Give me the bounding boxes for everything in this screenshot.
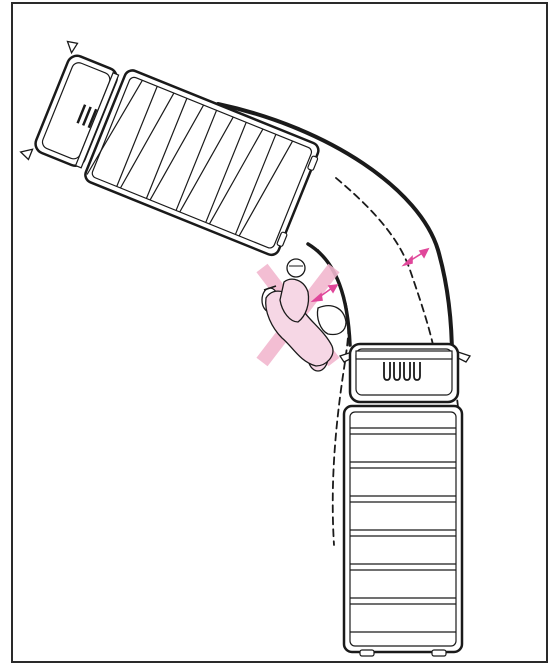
truck-trailer-upper bbox=[19, 40, 320, 257]
inner-wheel-track-upper bbox=[317, 249, 350, 361]
inner-wheel-track-lower bbox=[331, 361, 346, 546]
inner-clearance-arrow bbox=[310, 284, 339, 303]
rider-helmet bbox=[286, 258, 306, 278]
outer-wheel-track bbox=[335, 177, 437, 361]
truck-trailer-lower bbox=[338, 342, 472, 657]
outer-clearance-arrow bbox=[401, 247, 430, 267]
rider-body bbox=[279, 278, 310, 323]
scooter-rear-box bbox=[316, 305, 347, 336]
scooter-icon bbox=[261, 258, 347, 372]
outer-swept-path bbox=[216, 102, 454, 360]
